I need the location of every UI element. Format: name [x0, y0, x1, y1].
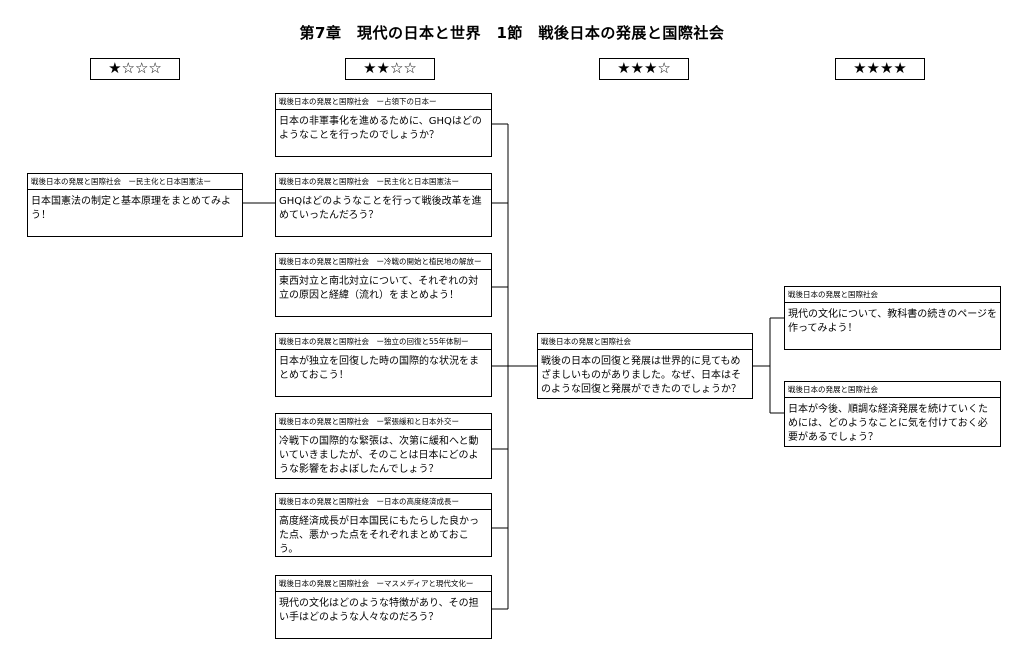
card-body: 現代の文化について、教科書の続きのページを作ってみよう！: [788, 309, 997, 334]
card-l1-constitution: 戦後日本の発展と国際社会 ー民主化と日本国憲法ー 日本国憲法の制定と基本原理をま…: [27, 173, 243, 237]
card-l2-reform: 戦後日本の発展と国際社会 ー民主化と日本国憲法ー GHQはどのようなことを行って…: [275, 173, 492, 237]
card-body: 日本が今後、順調な経済発展を続けていくためには、どのようなことに気を付けておく必…: [788, 404, 988, 443]
card-header: 戦後日本の発展と国際社会 ー独立の回復と55年体制ー: [276, 334, 491, 350]
card-l3-recovery: 戦後日本の発展と国際社会 戦後の日本の回復と発展は世界的に見てもめざましいものが…: [537, 333, 753, 399]
card-l2-cold-war: 戦後日本の発展と国際社会 ー冷戦の開始と植民地の解放ー 東西対立と南北対立につい…: [275, 253, 492, 317]
card-header: 戦後日本の発展と国際社会 ー緊張緩和と日本外交ー: [276, 414, 491, 430]
page-title: 第7章 現代の日本と世界 1節 戦後日本の発展と国際社会: [299, 24, 725, 42]
card-body: 冷戦下の国際的な緊張は、次第に緩和へと動いていきましたが、そのことは日本にどのよ…: [279, 436, 479, 475]
card-body: 日本が独立を回復した時の国際的な状況をまとめておこう！: [279, 356, 479, 381]
card-header: 戦後日本の発展と国際社会: [538, 334, 752, 350]
card-l2-detente: 戦後日本の発展と国際社会 ー緊張緩和と日本外交ー 冷戦下の国際的な緊張は、次第に…: [275, 413, 492, 479]
card-body: 現代の文化はどのような特徴があり、その担い手はどのような人々なのだろう？: [279, 598, 479, 623]
level-2-header: ★★☆☆: [345, 58, 435, 80]
card-header: 戦後日本の発展と国際社会: [785, 287, 1000, 303]
card-l2-culture: 戦後日本の発展と国際社会 ーマスメディアと現代文化ー 現代の文化はどのような特徴…: [275, 575, 492, 639]
card-header: 戦後日本の発展と国際社会 ー占領下の日本ー: [276, 94, 491, 110]
card-header: 戦後日本の発展と国際社会 ーマスメディアと現代文化ー: [276, 576, 491, 592]
card-header: 戦後日本の発展と国際社会 ー民主化と日本国憲法ー: [276, 174, 491, 190]
card-l2-independence: 戦後日本の発展と国際社会 ー独立の回復と55年体制ー 日本が独立を回復した時の国…: [275, 333, 492, 397]
card-header: 戦後日本の発展と国際社会 ー冷戦の開始と植民地の解放ー: [276, 254, 491, 270]
level-3-header: ★★★☆: [599, 58, 689, 80]
card-body: 東西対立と南北対立について、それぞれの対立の原因と経緯（流れ）をまとめよう！: [279, 276, 479, 301]
card-header: 戦後日本の発展と国際社会 ー民主化と日本国憲法ー: [28, 174, 242, 190]
level-4-header: ★★★★: [835, 58, 925, 80]
card-l4-future-economy: 戦後日本の発展と国際社会 日本が今後、順調な経済発展を続けていくためには、どのよ…: [784, 381, 1001, 447]
card-l2-occupation: 戦後日本の発展と国際社会 ー占領下の日本ー 日本の非軍事化を進めるために、GHQ…: [275, 93, 492, 157]
card-header: 戦後日本の発展と国際社会 ー日本の高度経済成長ー: [276, 494, 491, 510]
card-l4-culture-page: 戦後日本の発展と国際社会 現代の文化について、教科書の続きのページを作ってみよう…: [784, 286, 1001, 350]
card-body: 日本の非軍事化を進めるために、GHQはどのようなことを行ったのでしょうか？: [279, 116, 482, 141]
card-body: 高度経済成長が日本国民にもたらした良かった点、悪かった点をそれぞれまとめておこう…: [279, 516, 479, 555]
card-l2-growth: 戦後日本の発展と国際社会 ー日本の高度経済成長ー 高度経済成長が日本国民にもたら…: [275, 493, 492, 557]
card-header: 戦後日本の発展と国際社会: [785, 382, 1000, 398]
card-body: 戦後の日本の回復と発展は世界的に見てもめざましいものがありました。なぜ、日本はそ…: [541, 356, 741, 395]
card-body: GHQはどのようなことを行って戦後改革を進めていったんだろう？: [279, 196, 482, 221]
card-body: 日本国憲法の制定と基本原理をまとめてみよう！: [31, 196, 231, 221]
level-1-header: ★☆☆☆: [90, 58, 180, 80]
